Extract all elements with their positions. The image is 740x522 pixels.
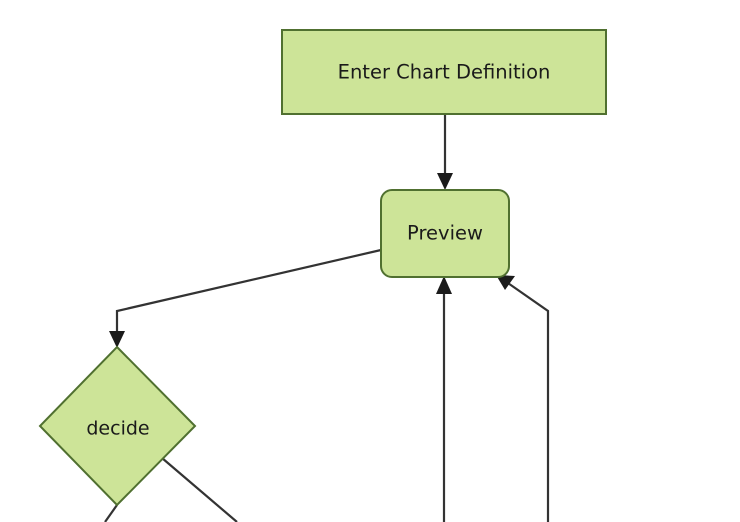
node-diamond-shape[interactable] (38, 345, 197, 507)
node-preview[interactable]: Preview (380, 189, 510, 278)
node-label-enter-chart-definition: Enter Chart Definition (338, 61, 551, 84)
edge-line (115, 248, 382, 338)
arrow-head-icon (496, 275, 515, 290)
edge-definition-to-preview (437, 114, 453, 190)
edge-line (104, 504, 118, 522)
node-rectangle-shape[interactable] (281, 29, 607, 115)
edge-decide-out-left (104, 504, 118, 522)
edge-line (504, 280, 550, 522)
edge-return-center-to-preview (436, 276, 452, 522)
node-decide[interactable]: decide (38, 345, 197, 507)
node-enter-chart-definition[interactable]: Enter Chart Definition (281, 29, 607, 115)
node-rounded-rectangle-shape[interactable] (380, 189, 510, 278)
edge-line (161, 457, 238, 522)
edge-decide-out-right (161, 457, 238, 522)
node-label-preview: Preview (407, 222, 483, 245)
arrow-head-icon (109, 331, 125, 348)
edge-preview-to-decide (109, 248, 382, 348)
node-label-decide: decide (86, 418, 149, 440)
edge-return-right-to-preview (496, 275, 550, 522)
arrow-head-icon (436, 276, 452, 294)
arrow-head-icon (437, 173, 453, 190)
